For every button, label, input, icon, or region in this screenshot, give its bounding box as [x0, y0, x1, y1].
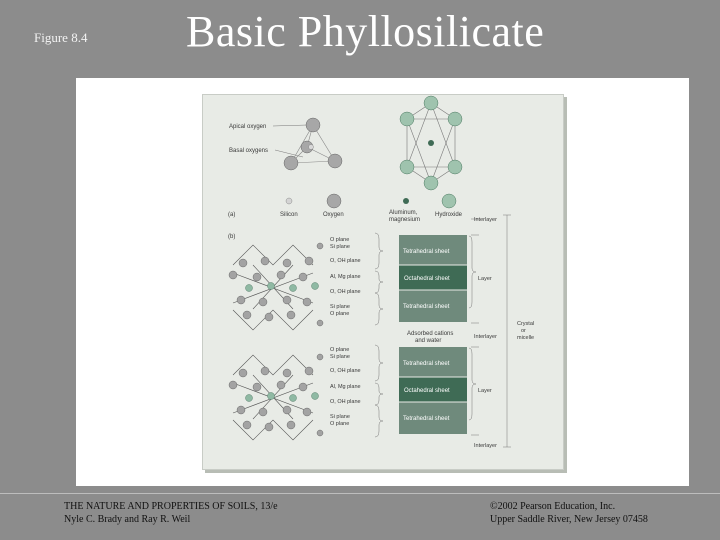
footer-address: Upper Saddle River, New Jersey 07458 — [490, 514, 648, 525]
octahedral-sheet-label: Octahedral sheet — [404, 276, 450, 282]
silicon-legend-swatch — [285, 197, 293, 205]
octahedral-sheet-label: Octahedral sheet — [404, 388, 450, 394]
panel-b-tag: (b) — [228, 234, 235, 240]
octahedral-sheet-1 — [399, 265, 467, 290]
svg-text:Si plane: Si plane — [330, 244, 350, 250]
aluminum-atom — [428, 140, 434, 146]
tetrahedral-sheet-1 — [399, 235, 467, 265]
svg-text:O plane: O plane — [330, 421, 349, 427]
layer-1-atoms-grey — [228, 242, 324, 327]
interlayer-label-top: Interlayer — [474, 217, 497, 223]
aluminum-legend-swatch — [403, 198, 409, 204]
panel-a-tag: (a) — [228, 212, 235, 218]
hydroxide-atoms — [399, 95, 463, 191]
layer-label-2: Layer — [478, 388, 492, 394]
layer-label-1: Layer — [478, 276, 492, 282]
apical-pointer — [272, 124, 308, 127]
layer-1-atoms-green — [245, 282, 319, 292]
hydroxide-legend-swatch — [441, 193, 457, 209]
layer-2-atoms-green — [245, 392, 319, 402]
legend-silicon: Silicon — [280, 212, 298, 218]
svg-text:Al, Mg plane: Al, Mg plane — [330, 274, 361, 280]
footer-authors: Nyle C. Brady and Ray R. Weil — [64, 514, 191, 525]
tetrahedral-sheet-2 — [399, 290, 467, 322]
svg-text:O, OH plane: O, OH plane — [330, 368, 361, 374]
octahedral-sheet-2 — [399, 377, 467, 402]
phyllosilicate-diagram: Apical oxygen Basal oxygens — [228, 95, 534, 449]
footer-book-credit: THE NATURE AND PROPERTIES OF SOILS, 13/e… — [64, 500, 278, 526]
basal-pointer — [274, 149, 304, 158]
svg-text:O, OH plane: O, OH plane — [330, 399, 361, 405]
svg-text:Al, Mg plane: Al, Mg plane — [330, 384, 361, 390]
tetrahedral-sheet-3 — [399, 347, 467, 377]
silicon-atom — [308, 144, 314, 150]
legend-aluminum-magnesium: Aluminum,magnesium — [389, 210, 420, 223]
svg-text:O, OH plane: O, OH plane — [330, 258, 361, 264]
basal-oxygen-atom — [327, 153, 343, 169]
figure-number-label: Figure 8.4 — [34, 30, 88, 45]
tetrahedral-sheet-4 — [399, 402, 467, 434]
figure-panel: Apical oxygen Basal oxygens — [76, 78, 689, 486]
apical-oxygen-atom — [305, 117, 321, 133]
layer-2-plane-labels: O plane Si plane O, OH plane Al, Mg plan… — [330, 347, 361, 427]
oxygen-legend-swatch — [326, 193, 342, 209]
layer-1-plane-labels: O plane Si plane O, OH plane Al, Mg plan… — [330, 237, 361, 317]
slide-title: Basic Phyllosilicate — [186, 7, 545, 56]
basal-oxygen-atom — [283, 155, 299, 171]
tetrahedral-sheet-label: Tetrahedral sheet — [403, 416, 450, 422]
right-side-brackets — [468, 214, 511, 448]
legend-hydroxide: Hydroxide — [435, 212, 463, 218]
svg-text:O plane: O plane — [330, 237, 349, 243]
interlayer-label-middle: Interlayer — [474, 334, 497, 340]
svg-text:O, OH plane: O, OH plane — [330, 289, 361, 295]
interlayer-label-bottom: Interlayer — [474, 443, 497, 449]
svg-text:Si plane: Si plane — [330, 414, 350, 420]
apical-oxygen-label: Apical oxygen — [229, 124, 266, 130]
footer-book-title: THE NATURE AND PROPERTIES OF SOILS, 13/e — [64, 501, 278, 512]
tetrahedral-sheet-label: Tetrahedral sheet — [403, 304, 450, 310]
svg-text:Si plane: Si plane — [330, 354, 350, 360]
legend-oxygen: Oxygen — [323, 212, 344, 218]
tetrahedral-sheet-label: Tetrahedral sheet — [403, 249, 450, 255]
svg-text:O plane: O plane — [330, 311, 349, 317]
phyllosilicate-figure: Apical oxygen Basal oxygens — [202, 94, 564, 470]
svg-text:O plane: O plane — [330, 347, 349, 353]
footer-publisher-credit: ©2002 Pearson Education, Inc. Upper Sadd… — [490, 500, 648, 526]
basal-oxygens-label: Basal oxygens — [229, 148, 268, 154]
svg-text:Si plane: Si plane — [330, 304, 350, 310]
tetrahedral-sheet-label: Tetrahedral sheet — [403, 361, 450, 367]
layer-1-braces — [374, 232, 384, 326]
layer-2-braces — [374, 344, 384, 438]
footer-copyright: ©2002 Pearson Education, Inc. — [490, 501, 616, 512]
footer-divider — [0, 493, 720, 494]
octahedron-model — [406, 102, 456, 184]
layer-2-atoms-grey — [228, 353, 324, 437]
